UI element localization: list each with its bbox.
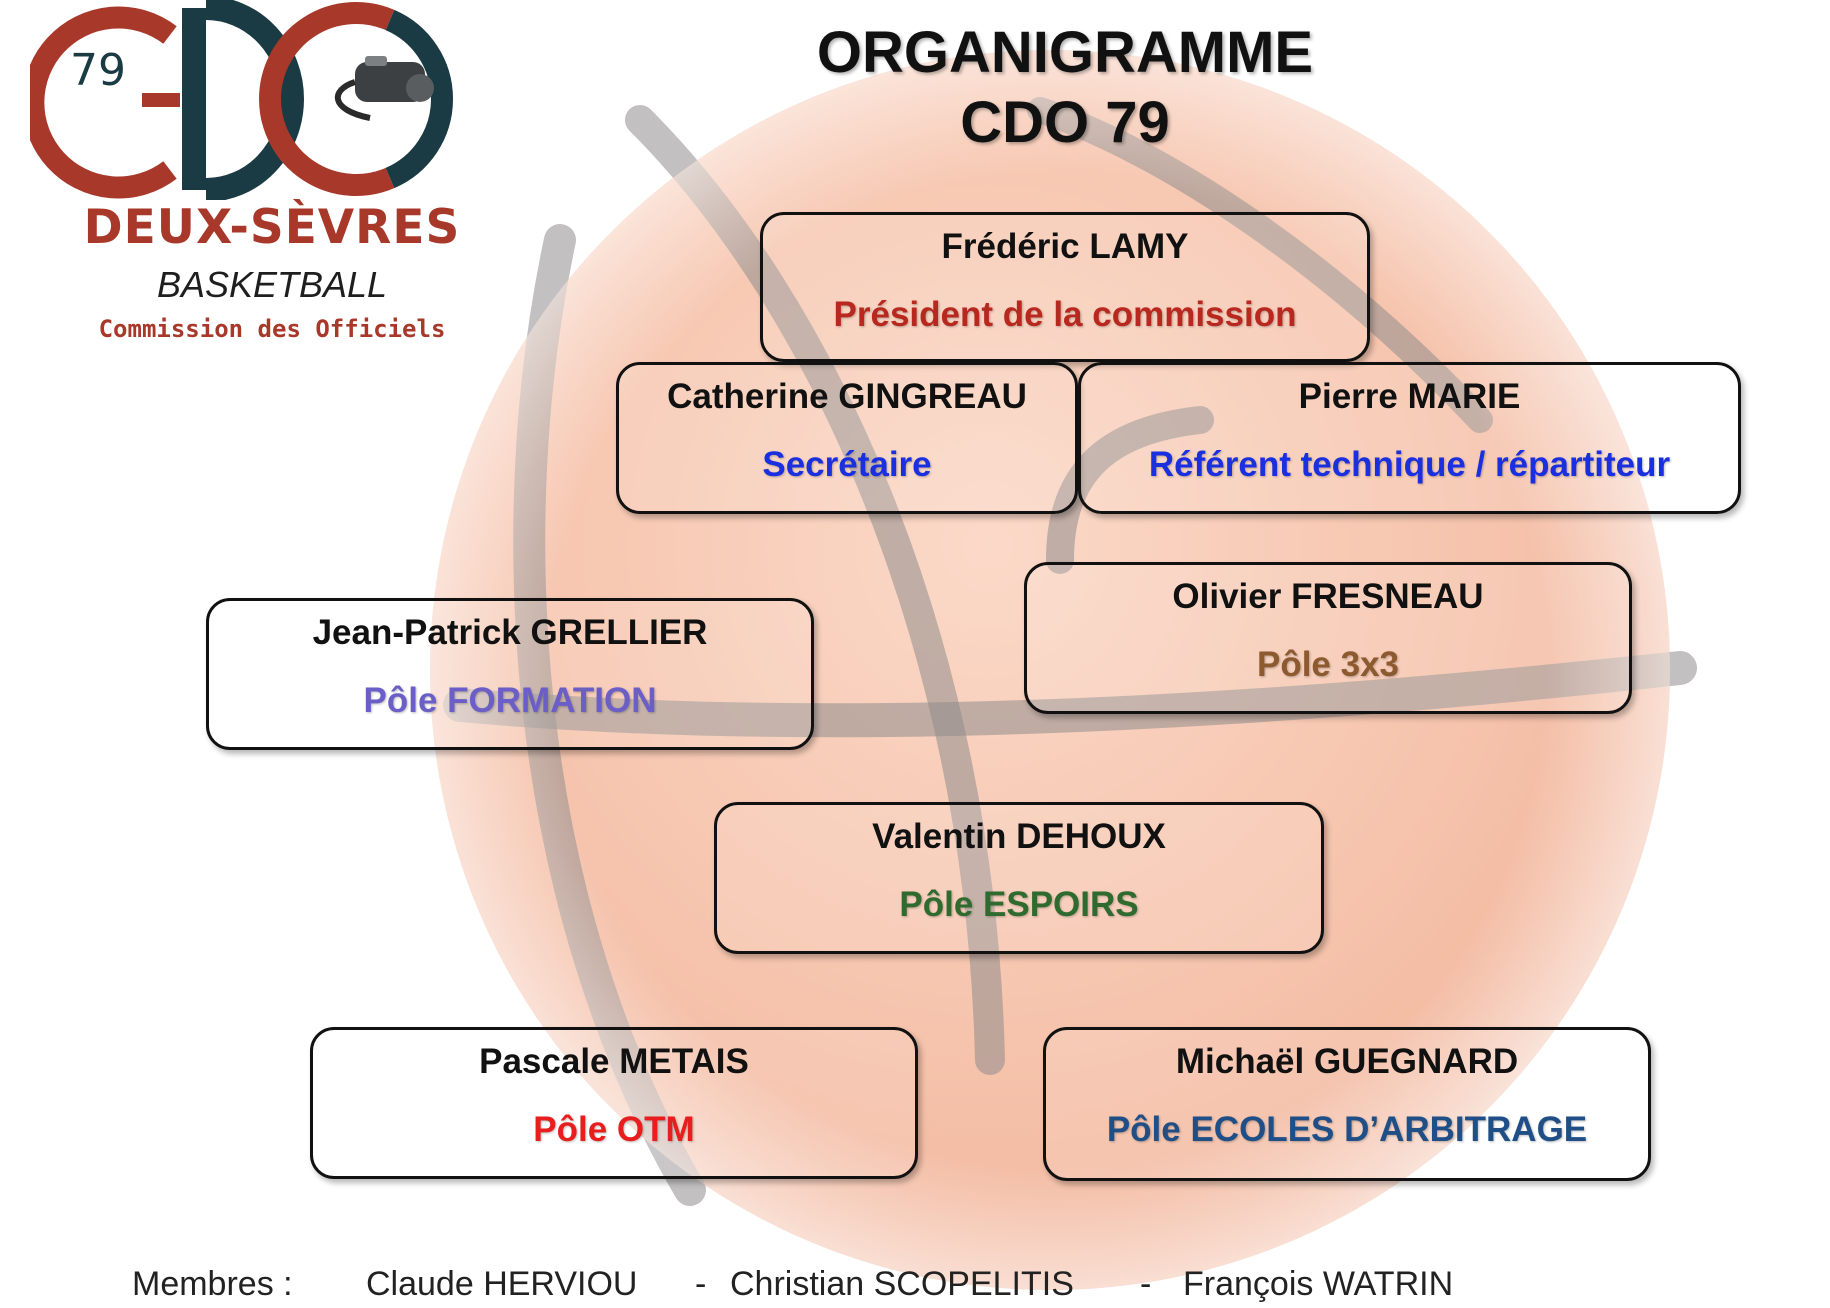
logo-sport: BASKETBALL [156,264,388,305]
person-name: Frédéric LAMY [941,227,1189,266]
org-box-schools: Michaël GUEGNARD Pôle ECOLES D’ARBITRAGE [1043,1027,1651,1181]
members-label: Membres : [132,1265,293,1303]
org-box-formation: Jean-Patrick GRELLIER Pôle FORMATION [206,598,814,750]
member-separator: - [1140,1265,1152,1303]
member-name: François WATRIN [1183,1265,1454,1303]
members-footer: Membres : Claude HERVIOU - Christian SCO… [0,1265,1830,1305]
org-box-technical: Pierre MARIE Référent technique / répart… [1078,362,1741,514]
person-name: Michaël GUEGNARD [1175,1042,1519,1081]
org-box-espoirs: Valentin DEHOUX Pôle ESPOIRS [714,802,1324,954]
org-box-three-by-three: Olivier FRESNEAU Pôle 3x3 [1024,562,1632,714]
person-role: Pôle 3x3 [1256,645,1400,684]
person-name: Valentin DEHOUX [872,817,1166,856]
person-name: Pascale METAIS [479,1042,749,1081]
person-name: Pierre MARIE [1298,377,1521,416]
person-role: Pôle ECOLES D’ARBITRAGE [1106,1110,1588,1149]
member-name: Claude HERVIOU [366,1265,638,1303]
title-line-2: CDO 79 [960,90,1170,155]
logo-tagline: Commission des Officiels [98,315,446,343]
page-title: ORGANIGRAMME CDO 79 [760,18,1370,158]
logo-emblem [30,0,454,200]
person-role: Référent technique / répartiteur [1148,445,1671,484]
whistle-icon [334,56,434,121]
cdo79-logo: 79 DEUX-SÈVRES BASKETBALL Commission des… [30,0,500,360]
person-name: Olivier FRESNEAU [1172,577,1484,616]
person-name: Catherine GINGREAU [667,377,1027,416]
person-name: Jean-Patrick GRELLIER [312,613,708,652]
org-box-president: Frédéric LAMY Président de la commission [760,212,1370,362]
person-role: Pôle FORMATION [363,681,657,720]
person-role: Pôle ESPOIRS [899,885,1139,924]
person-role: Président de la commission [833,295,1297,334]
title-line-1: ORGANIGRAMME [816,20,1314,85]
org-box-secretary: Catherine GINGREAU Secrétaire [616,362,1078,514]
logo-region-number: 79 [70,45,126,96]
person-role: Pôle OTM [533,1110,695,1149]
member-name: Christian SCOPELITIS [730,1265,1074,1303]
logo-name: DEUX-SÈVRES [83,200,461,255]
member-separator: - [695,1265,707,1303]
person-role: Secrétaire [762,445,932,484]
org-box-otm: Pascale METAIS Pôle OTM [310,1027,918,1179]
